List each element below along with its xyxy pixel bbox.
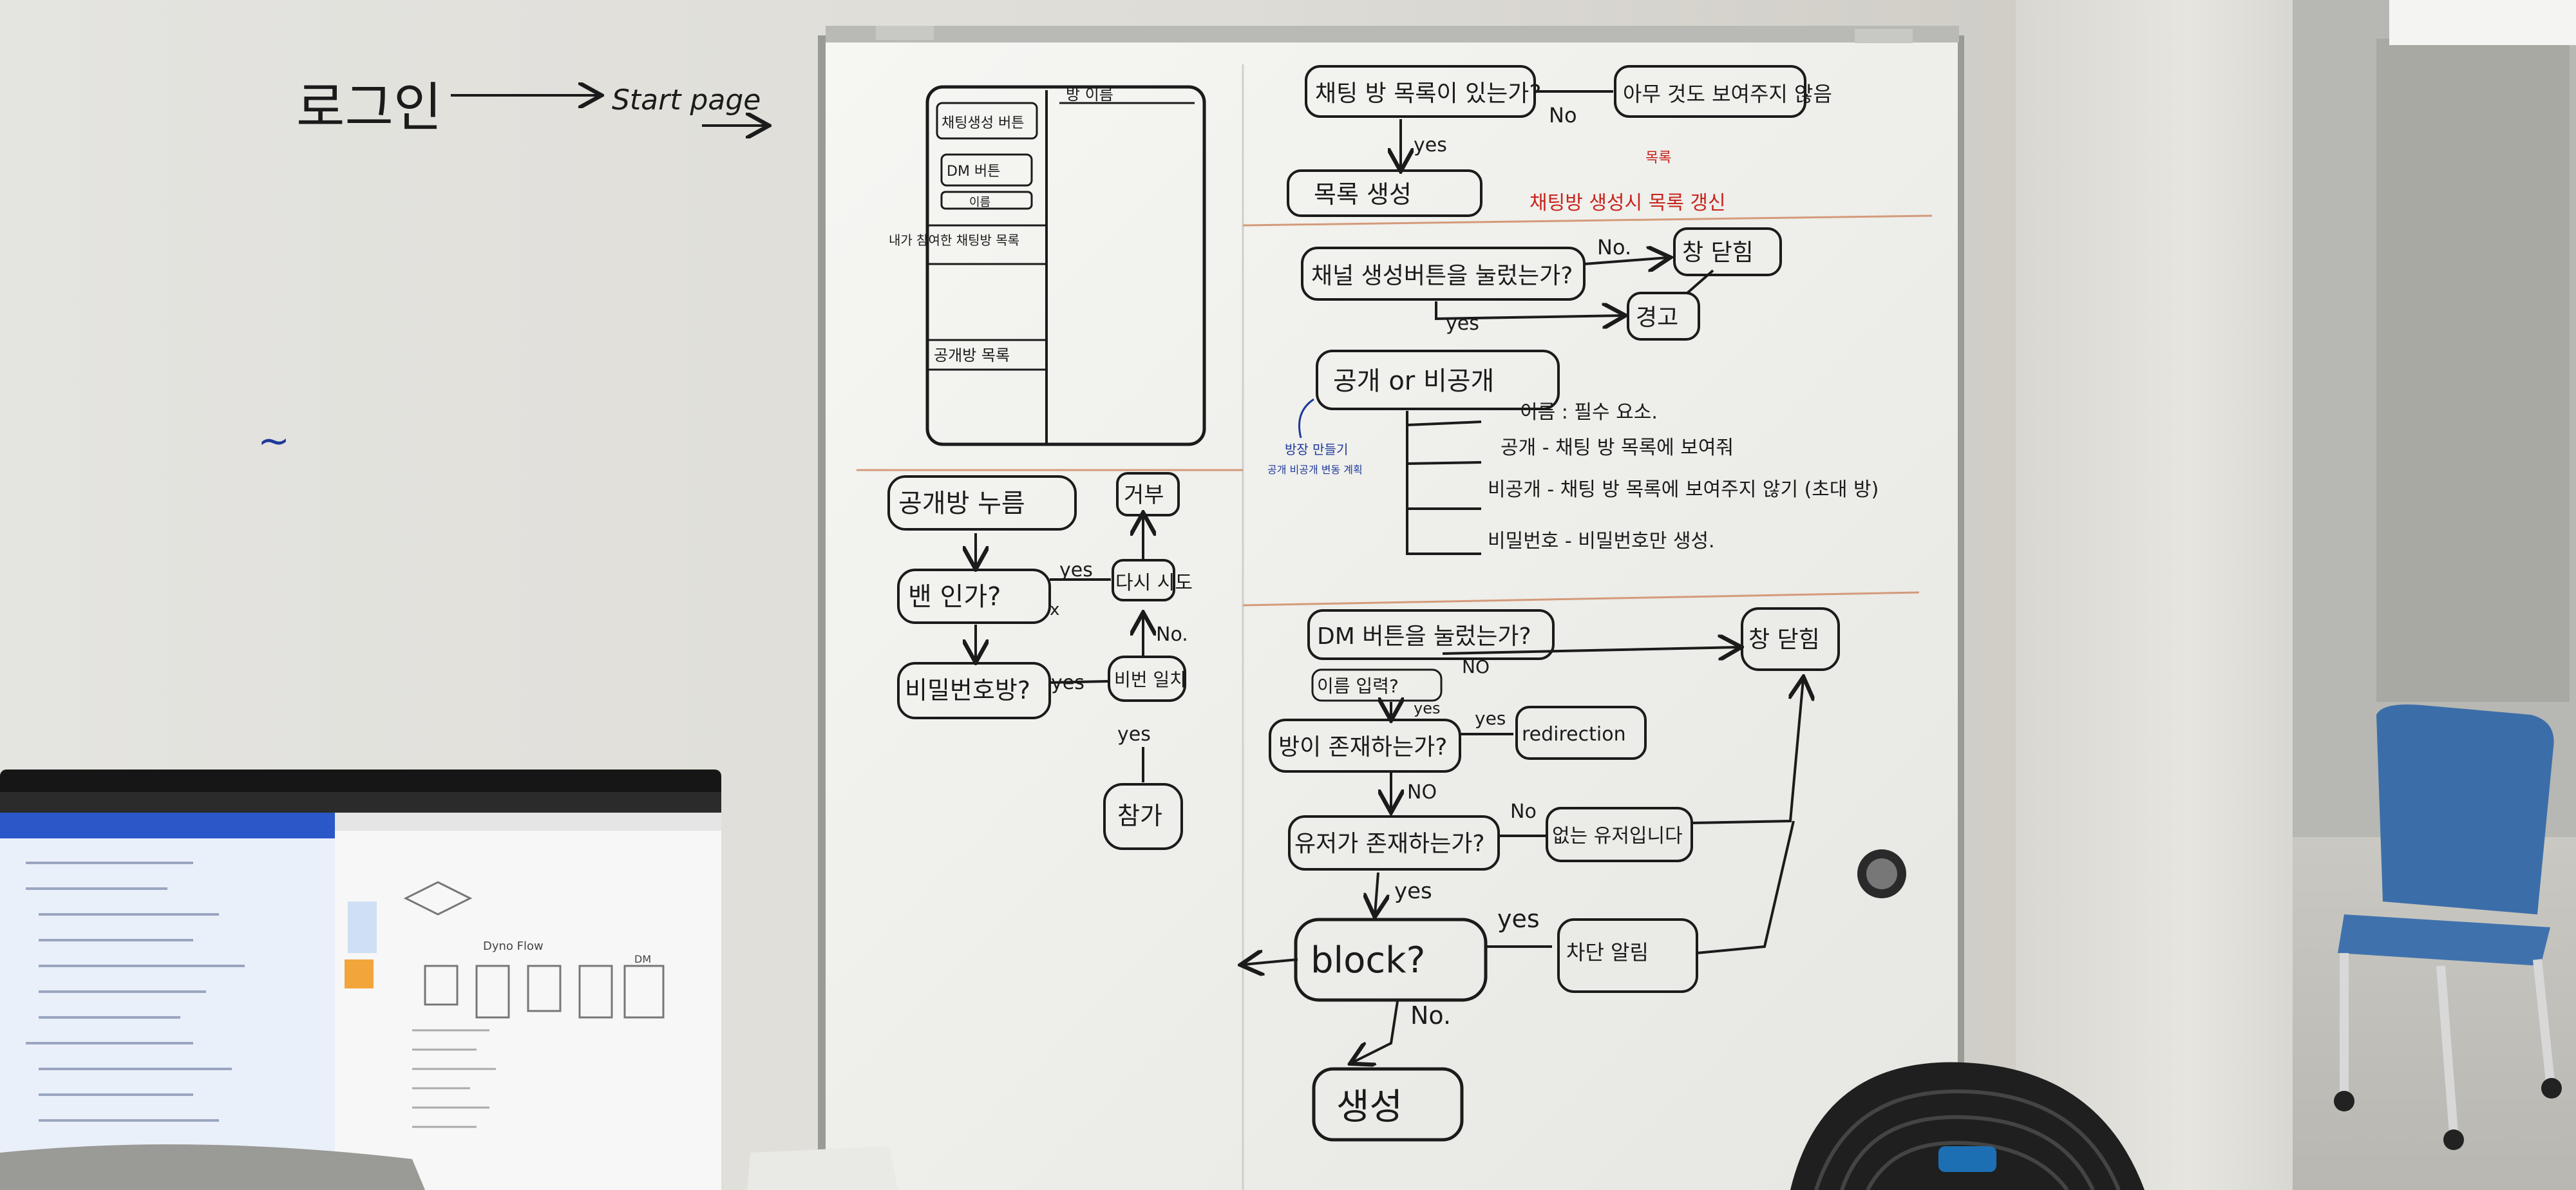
yes-label: yes — [1475, 708, 1506, 729]
retry-box: 다시 시도 — [1115, 572, 1193, 594]
q-dm-clicked: DM 버튼을 눌렀는가? — [1317, 623, 1531, 650]
no-label: No. — [1597, 235, 1631, 260]
public-desc: 공개 - 채팅 방 목록에 보여줘 — [1501, 437, 1734, 459]
yes-label: yes — [1497, 905, 1540, 933]
flow-public-room: 공개방 누름 밴 인가? yes x 다시 시도 거부 비밀번호방? yes 비… — [887, 472, 1193, 850]
red-note: 채팅방 생성시 목록 갱신 — [1530, 192, 1726, 214]
yes-label: yes — [1446, 312, 1479, 335]
monitor: Dyno Flow DM — [0, 770, 721, 1190]
no-label: No. — [1410, 1001, 1451, 1030]
private-desc: 비공개 - 채팅 방 목록에 보여주지 않기 (초대 방) — [1488, 478, 1879, 501]
q-banned: 밴 인가? — [908, 582, 1001, 612]
q-create-clicked: 채널 생성버튼을 눌렀는가? — [1311, 263, 1573, 289]
redirection-box: redirection — [1522, 723, 1626, 746]
no-result-text: 아무 것도 보여주지 않음 — [1623, 82, 1832, 106]
wall-notes: 로그인 Start page ~ — [258, 77, 766, 464]
paper-box — [747, 1146, 898, 1190]
close-window: 창 닫힘 — [1682, 240, 1754, 266]
red-note-top: 목록 — [1645, 150, 1671, 166]
wire-public-list: 공개방 목록 — [934, 346, 1010, 364]
monitor-label-flow: Dyno Flow — [483, 940, 544, 953]
chair-back — [0, 1144, 425, 1190]
no-label: NO — [1407, 781, 1437, 804]
wire-button-create: 채팅생성 버튼 — [942, 115, 1024, 131]
q-list-exists: 채팅 방 목록이 있는가? — [1315, 80, 1542, 107]
ceiling-light — [2389, 0, 2576, 45]
blue-note-owner: 방장 만들기 — [1285, 442, 1348, 457]
wire-my-rooms: 내가 참여한 채팅방 목록 — [889, 232, 1019, 248]
flow-list: 채팅 방 목록이 있는가? No 아무 것도 보여주지 않음 yes 목록 생성… — [1287, 65, 1832, 217]
wire-name-field: 이름 — [969, 196, 990, 209]
no-label: No. — [1156, 623, 1188, 646]
q-block: block? — [1311, 940, 1425, 981]
blue-chair — [2334, 704, 2562, 1150]
unblock-box: 차단 알림 — [1566, 940, 1649, 965]
no-user-box: 없는 유저입니다 — [1552, 825, 1683, 847]
wire-button-dm: DM 버튼 — [947, 164, 1000, 180]
air-purifier — [1790, 1062, 2145, 1190]
warning-box: 경고 — [1636, 305, 1678, 331]
start-page-text: Start page — [612, 84, 761, 117]
yes-label: yes — [1394, 878, 1432, 904]
deny-box: 거부 — [1124, 482, 1164, 508]
no-label: NO — [1462, 656, 1490, 677]
no-label: No — [1510, 800, 1537, 823]
dm-close-window: 창 닫힘 — [1748, 627, 1820, 653]
yes-label: yes — [1051, 672, 1084, 694]
list-create-box: 목록 생성 — [1314, 180, 1412, 209]
x-mark: x — [1050, 600, 1059, 619]
q-password-room: 비밀번호방? — [905, 676, 1030, 704]
flow-create: 채널 생성버튼을 눌렀는가? No. 창 닫힘 yes 경고 공개 or 비공개… — [1267, 227, 1879, 555]
public-private-box: 공개 or 비공개 — [1333, 366, 1494, 396]
q-room-exists: 방이 존재하는가? — [1278, 734, 1447, 760]
pw-match-box: 비번 일치 — [1114, 669, 1186, 690]
yes-label: yes — [1414, 134, 1447, 156]
name-required: 이름 : 필수 요소. — [1520, 401, 1658, 424]
login-text: 로그인 — [296, 77, 442, 138]
mobile-whiteboard — [818, 26, 1964, 1190]
password-desc: 비밀번호 - 비밀번호만 생성. — [1488, 530, 1715, 552]
q-user-exists: 유저가 존재하는가? — [1294, 831, 1485, 857]
name-input-q: 이름 입력? — [1317, 675, 1399, 697]
no-label: No — [1549, 103, 1577, 128]
create-box: 생성 — [1336, 1086, 1403, 1128]
wire-room-name: 방 이름 — [1066, 86, 1113, 104]
monitor-label-dm: DM — [634, 953, 651, 965]
join-box: 참가 — [1117, 802, 1162, 830]
blue-scribble: ~ — [258, 419, 290, 464]
public-click: 공개방 누름 — [898, 489, 1025, 518]
yes-label: yes — [1059, 559, 1093, 581]
wireframe-sketch: 채팅생성 버튼 DM 버튼 이름 내가 참여한 채팅방 목록 공개방 목록 방 … — [889, 85, 1206, 446]
yes-label: yes — [1414, 699, 1440, 717]
flow-dm: DM 버튼을 눌렀는가? NO 창 닫힘 이름 입력? yes 방이 존재하는가… — [1243, 607, 1840, 1142]
blue-note-plan: 공개 비공개 변동 계획 — [1267, 464, 1363, 476]
yes-label: yes — [1117, 723, 1151, 746]
